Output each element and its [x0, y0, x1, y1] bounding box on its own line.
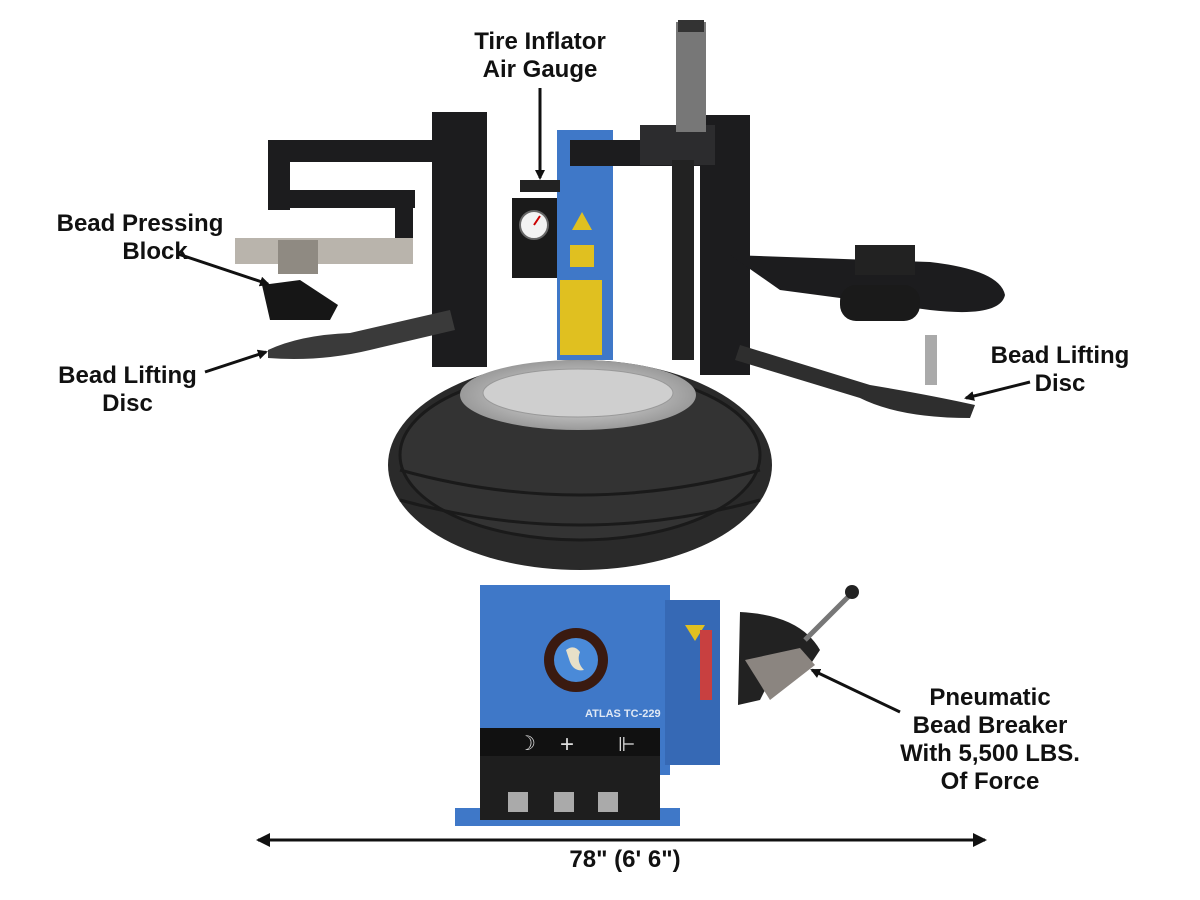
- arrow-bead-lifting-left: [204, 349, 268, 374]
- label-bead-pressing-block: Bead Pressing Block: [40, 210, 240, 266]
- label-tire-inflator-air-gauge: Tire Inflator Air Gauge: [455, 28, 625, 84]
- label-bead-lifting-disc-left: Bead Lifting Disc: [45, 362, 210, 418]
- label-line: Pneumatic: [929, 684, 1051, 711]
- machine-model-label: ATLAS TC-229: [585, 708, 661, 720]
- label-line: Disc: [1034, 370, 1086, 397]
- label-line: Bead Lifting: [58, 362, 197, 389]
- machine-base: ☽ + ⊩: [455, 585, 720, 826]
- label-pneumatic-bead-breaker: Pneumatic Bead Breaker With 5,500 LBS. O…: [875, 684, 1105, 796]
- label-line: Bead Breaker: [912, 712, 1068, 739]
- label-line: With 5,500 LBS.: [900, 740, 1080, 767]
- right-tower: [570, 20, 1005, 375]
- label-line: Air Gauge: [482, 56, 598, 83]
- bead-breaker: [685, 585, 859, 705]
- label-line: Bead Pressing: [56, 210, 224, 237]
- arrow-bead-lifting-right: [964, 380, 1031, 401]
- bead-lifting-disc-left: [268, 310, 455, 359]
- arrow-bead-breaker: [810, 668, 901, 714]
- bead-pressing-block: [235, 238, 413, 320]
- air-gauge-box: [512, 180, 560, 278]
- tire: [388, 360, 772, 570]
- label-line: Disc: [102, 390, 153, 417]
- annotation-arrows: [177, 88, 1031, 847]
- label-bead-lifting-disc-right: Bead Lifting Disc: [975, 342, 1145, 398]
- svg-text:+: +: [560, 731, 574, 758]
- center-column: [557, 130, 613, 360]
- svg-text:☽: ☽: [518, 733, 536, 755]
- label-line: Block: [122, 238, 188, 265]
- svg-text:⊩: ⊩: [618, 734, 635, 756]
- bead-lifting-disc-right: [735, 335, 975, 418]
- label-line: Of Force: [940, 768, 1040, 795]
- label-line: Tire Inflator: [474, 28, 606, 55]
- label-line: Bead Lifting: [990, 342, 1130, 369]
- arrow-bead-pressing: [177, 252, 270, 287]
- width-dimension-label: 78" (6' 6"): [569, 846, 681, 873]
